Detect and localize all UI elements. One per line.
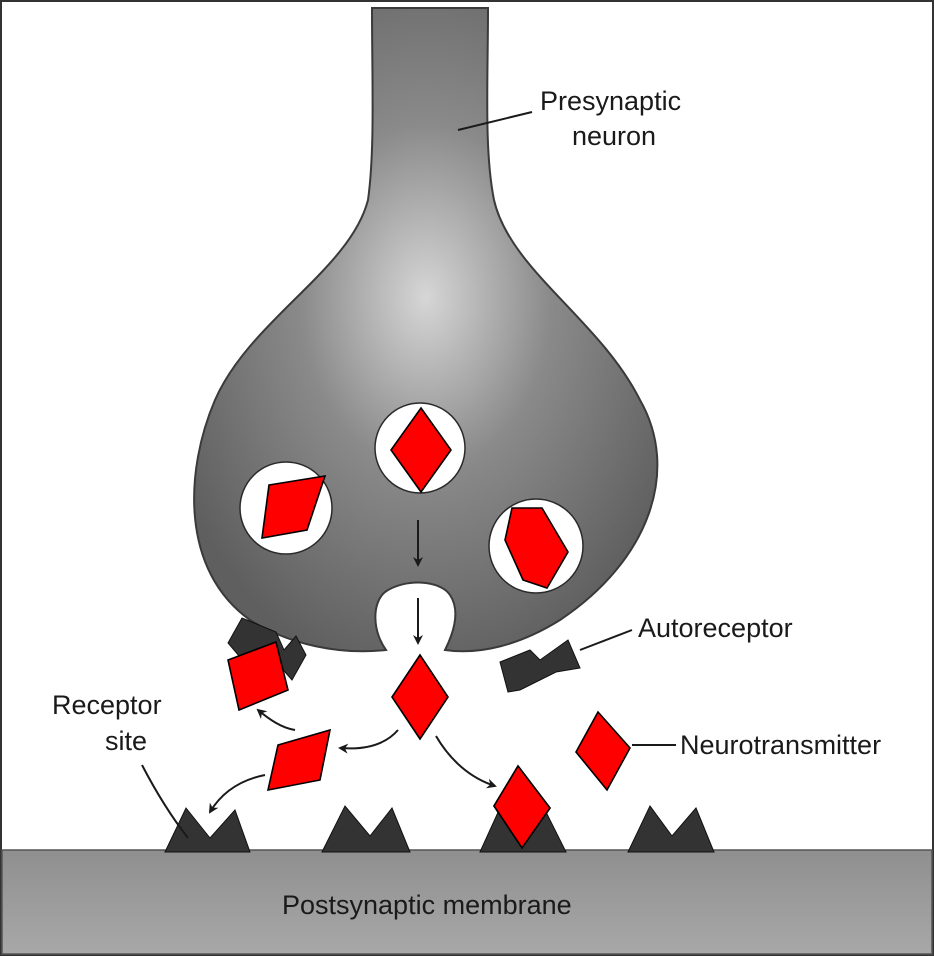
label-autoreceptor: Autoreceptor [638, 613, 793, 643]
neurotransmitter [268, 730, 330, 790]
receptor-site [322, 806, 410, 852]
label-neurotransmitter: Neurotransmitter [680, 730, 881, 760]
movement-arrow [436, 736, 495, 786]
movement-arrow [210, 775, 265, 812]
label-receptor-site-line1: Receptor [52, 690, 162, 720]
label-postsynaptic-membrane: Postsynaptic membrane [282, 890, 572, 920]
label-presynaptic-line1: Presynaptic [540, 86, 681, 116]
movement-arrow [258, 710, 295, 730]
receptor-site [165, 808, 250, 852]
autoreceptor-leader [580, 630, 632, 650]
label-presynaptic-line2: neuron [572, 121, 656, 151]
autoreceptor-right [500, 640, 580, 692]
neurotransmitter [576, 712, 630, 790]
receptor-site [628, 806, 714, 852]
neurotransmitter [392, 655, 448, 739]
label-receptor-site-line2: site [105, 726, 147, 756]
movement-arrow [340, 730, 398, 748]
